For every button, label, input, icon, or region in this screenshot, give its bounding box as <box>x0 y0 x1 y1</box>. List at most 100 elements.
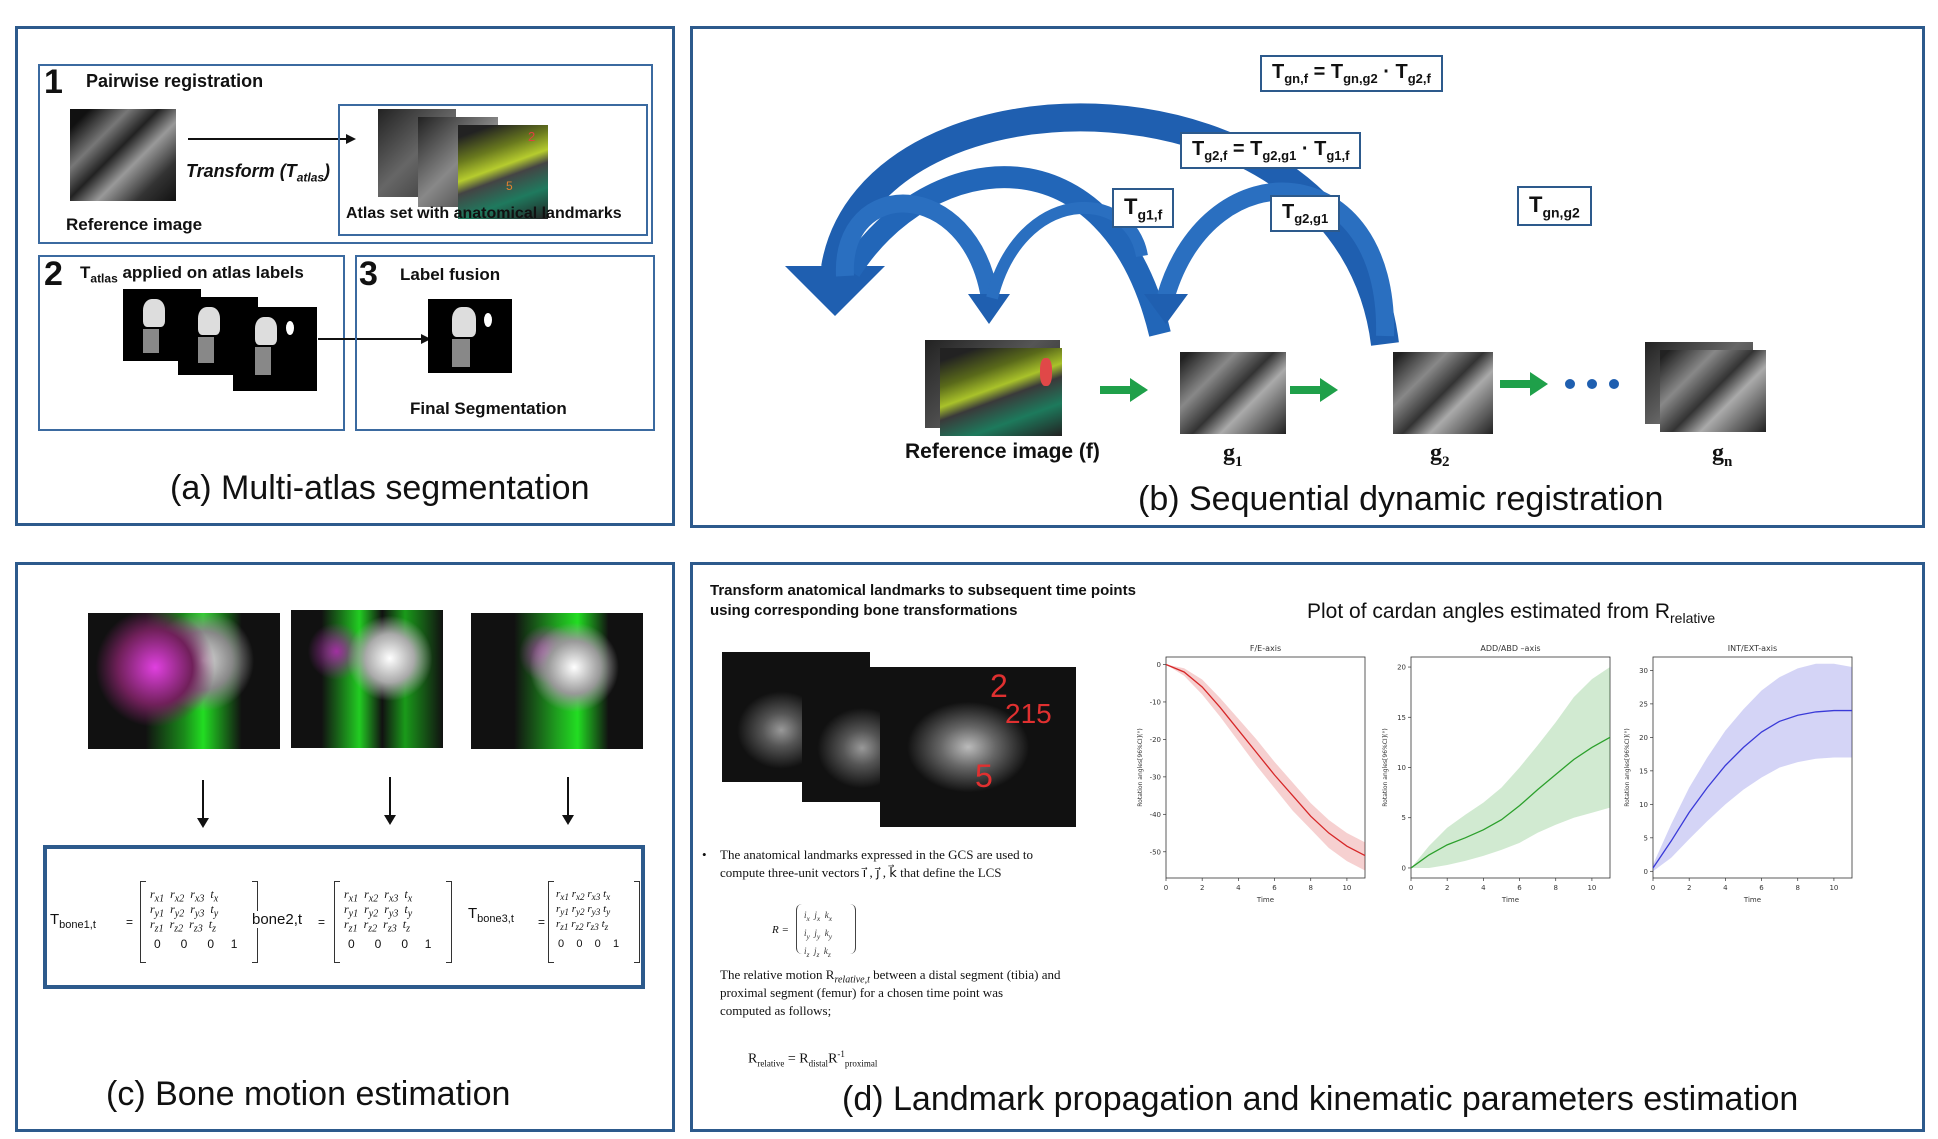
label-T-gn-g2: Tgn,g2 <box>1517 186 1592 227</box>
final-shape-2 <box>452 339 470 367</box>
step1-box <box>38 64 653 244</box>
caption-b: (b) Sequential dynamic registration <box>1138 480 1664 518</box>
y-tick-label: 5 <box>1644 834 1648 842</box>
reference-image-a <box>70 109 176 201</box>
bone3-matrix: rx1 rx2 rx3 tx ry1 ry2 ry3 ty rz1 rz2 rz… <box>548 881 640 963</box>
x-tick-label: 4 <box>1236 884 1241 892</box>
label-shape-3 <box>255 317 277 345</box>
landmark-heading-1: Transform anatomical landmarks to subseq… <box>710 582 1136 599</box>
relative-motion-line2: proximal segment (femur) for a chosen ti… <box>720 985 1004 1000</box>
propagation-image-3 <box>880 667 1076 827</box>
caption-d: (d) Landmark propagation and kinematic p… <box>842 1080 1799 1118</box>
panel-a: 1 Pairwise registration Reference image … <box>15 26 675 526</box>
frame-g1 <box>1180 352 1286 434</box>
panel-b <box>690 26 1925 528</box>
caption-a: (a) Multi-atlas segmentation <box>170 469 590 507</box>
mean-line <box>1165 663 1366 857</box>
relative-formula: Rrelative = RdistalR-1proximal <box>748 1049 878 1069</box>
bone1-matrix-row-3: rz1 rz2 rz3 tz <box>150 917 216 935</box>
rotation-matrix-body: ix jx kx iy jy ky iz jz kz <box>804 910 833 959</box>
bone3-matrix-row-1: rx1 rx2 rx3 tx <box>556 888 611 903</box>
x-tick-label: 4 <box>1723 884 1728 892</box>
plot-frame <box>1652 656 1853 879</box>
down-arrow-3 <box>562 777 574 825</box>
fusion-arrow <box>318 334 431 344</box>
overlay-image-3 <box>471 613 643 749</box>
x-axis-label: Time <box>1743 896 1761 904</box>
y-tick-label: -50 <box>1150 848 1161 856</box>
ci-band <box>1653 663 1852 872</box>
y-tick-label: 10 <box>1639 801 1648 809</box>
plot-title: Plot of cardan angles estimated from Rre… <box>1307 600 1716 627</box>
y-tick-label: 15 <box>1397 714 1406 722</box>
chart-title: F/E-axis <box>1250 644 1281 653</box>
x-axis-label: Time <box>1256 896 1274 904</box>
x-tick-label: 10 <box>1829 884 1838 892</box>
overlay-image-1 <box>88 613 280 749</box>
bone2-matrix-row-2: ry1 ry2 ry3 ty <box>344 902 413 920</box>
final-shape-3 <box>484 313 492 327</box>
ci-band <box>1411 667 1610 868</box>
reference-image-label-a: Reference image <box>66 215 203 234</box>
bone3-matrix-row-2: ry1 ry2 ry3 ty <box>556 903 611 918</box>
mean-line <box>1410 736 1611 869</box>
ci-band <box>1166 664 1365 871</box>
x-tick-label: 8 <box>1553 884 1557 892</box>
x-tick-label: 10 <box>1587 884 1596 892</box>
x-tick-label: 0 <box>1651 884 1655 892</box>
y-tick-label: 5 <box>1402 814 1406 822</box>
x-tick-label: 10 <box>1342 884 1351 892</box>
y-tick-label: -20 <box>1150 736 1161 744</box>
y-axis-label: Rotation angles[96%CI](°) <box>1137 728 1144 806</box>
panel-d <box>690 562 1925 1132</box>
y-tick-label: 0 <box>1402 864 1406 872</box>
bone1-matrix-row-2: ry1 ry2 ry3 ty <box>150 902 219 920</box>
frame-gn <box>1660 350 1766 432</box>
y-axis-label: Rotation angles[96%CI](°) <box>1382 728 1389 806</box>
x-tick-label: 2 <box>1200 884 1204 892</box>
y-tick-label: 20 <box>1397 664 1406 672</box>
bone2-matrix-row-3: rz1 rz2 rz3 tz <box>344 917 410 935</box>
pairwise-arrow <box>188 134 356 144</box>
bullet-text-1: • <box>702 847 707 862</box>
y-tick-label: 30 <box>1639 667 1648 675</box>
label-shape-2 <box>198 307 220 335</box>
rotation-matrix-R: R = <box>772 924 789 936</box>
y-tick-label: 0 <box>1157 661 1161 669</box>
label-shape-1 <box>143 299 165 327</box>
final-shape-1 <box>452 307 476 337</box>
chart-title: INT/EXT-axis <box>1728 644 1777 653</box>
y-tick-label: -40 <box>1150 811 1161 819</box>
y-tick-label: 15 <box>1639 767 1648 775</box>
step2-number: 2 <box>44 255 63 293</box>
x-tick-label: 8 <box>1308 884 1312 892</box>
landmark-text-line1: The anatomical landmarks expressed in th… <box>720 847 1033 862</box>
transform-label: Transform (Tatlas) <box>186 161 331 185</box>
bone1-matrix-row-1: rx1 rx2 rx3 tx <box>150 887 219 905</box>
label-T-g1-f: Tg1,f <box>1112 188 1175 229</box>
landmark-2: 2 <box>990 668 1008 704</box>
y-axis-label: Rotation angles[96%CI](°) <box>1624 728 1631 806</box>
step3-number: 3 <box>359 255 378 293</box>
label-T-g2-g1: Tg2,g1 <box>1270 195 1341 232</box>
relative-motion-line3: computed as follows; <box>720 1003 832 1018</box>
bone1-eq: = <box>126 915 134 929</box>
y-tick-label: 0 <box>1644 868 1648 876</box>
down-arrow-1 <box>197 780 209 828</box>
bone2-matrix: rx1 rx2 rx3 tx ry1 ry2 ry3 ty rz1 rz2 rz… <box>334 881 452 963</box>
overlay-image-2 <box>291 610 443 748</box>
label-shape-1b <box>143 329 159 353</box>
step2-box <box>38 255 345 431</box>
bone2-label: bone2,t <box>250 911 303 928</box>
step1-number: 1 <box>44 63 63 101</box>
final-segmentation-label: Final Segmentation <box>410 399 567 418</box>
label-T-gn-f: Tgn,f = Tgn,g2 · Tg2,f <box>1260 55 1443 92</box>
label-shape-2b <box>198 337 214 363</box>
y-tick-label: 10 <box>1397 764 1406 772</box>
matrix-box <box>43 845 645 989</box>
